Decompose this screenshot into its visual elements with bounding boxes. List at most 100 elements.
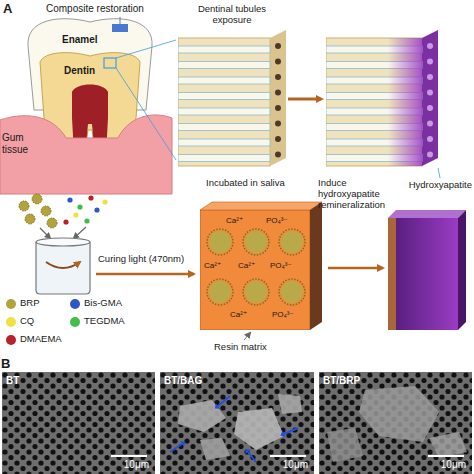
drawing-rect [178, 46, 270, 53]
resin-block: Ca²⁺PO₄³⁻Ca²⁺Ca²⁺PO₄³⁻Ca²⁺PO₄³⁻ [200, 210, 310, 330]
drawing-ellipse [275, 121, 281, 127]
legend-swatch [70, 317, 80, 327]
drawing-polygon [458, 210, 466, 330]
drawing-circle [279, 229, 305, 255]
drawing-ellipse [427, 152, 433, 158]
drawing-rect [178, 62, 270, 69]
node-text: Dentinal tubules exposure [178, 4, 286, 26]
drawing-line [284, 428, 298, 434]
drawing-polygon [327, 428, 363, 462]
drawing-circle [19, 201, 29, 211]
node-text: Hydroxyapatite [406, 180, 472, 191]
drawing-rect [104, 58, 116, 68]
drawing-polygon [180, 441, 185, 447]
drawing-rect [326, 38, 422, 166]
drawing-circle [243, 279, 269, 305]
drawing-circle [207, 229, 233, 255]
drawing-rect [200, 210, 310, 330]
drawing-circle [245, 281, 267, 303]
drawing-line [170, 444, 182, 452]
drawing-rect [178, 108, 270, 115]
sem-image: BT10μm [2, 372, 155, 474]
drawing-polygon [200, 202, 322, 210]
drawing-line [116, 40, 176, 58]
drawing-polygon [200, 438, 230, 460]
node-text: BT/BRP [323, 375, 360, 387]
drawing-rect [178, 38, 270, 166]
drawing-polygon [234, 408, 284, 450]
drawing-line [438, 168, 440, 178]
drawing-rect [112, 24, 128, 32]
sem-image: BT/BRP 10μm [319, 372, 472, 474]
drawing-rect [178, 124, 270, 131]
drawing-line [270, 455, 306, 457]
drawing-polygon [245, 449, 250, 454]
drawing-circle [102, 199, 107, 204]
drawing-circle [73, 212, 78, 217]
step-label: Curing light (470nm) [98, 254, 184, 265]
drawing-ellipse [427, 121, 433, 127]
drawing-line [248, 452, 256, 462]
process-arrow [288, 98, 318, 101]
drawing-ellipse [427, 90, 433, 96]
drawing-ellipse [427, 59, 433, 65]
panel-letter: B [1, 357, 10, 372]
drawing-polygon [270, 30, 286, 166]
node-text: Ca²⁺ [238, 261, 255, 270]
legend-swatch [70, 299, 80, 309]
drawing-ellipse [427, 74, 433, 80]
legend-text: CQ [20, 316, 34, 327]
node-text: 10μm [422, 459, 466, 471]
drawing-line [328, 267, 383, 270]
part-label: Gum tissue [2, 132, 36, 155]
drawing-ellipse [275, 43, 281, 49]
drawing-ellipse [275, 105, 281, 111]
drawing-ellipse [427, 43, 433, 49]
drawing-polygon [429, 432, 467, 458]
tubule-panel-art [178, 4, 286, 168]
remineralized-panel: Hydroxyapatite [326, 30, 472, 194]
drawing-polygon [388, 218, 396, 330]
node-text: PO₄³⁻ [272, 310, 294, 319]
drawing-line [74, 227, 86, 238]
legend-swatch [6, 335, 16, 345]
drawing-polygon [359, 386, 439, 442]
drawing-circle [25, 214, 35, 224]
drawing-circle [243, 229, 269, 255]
sem-image-art [2, 372, 155, 474]
drawing-rect [396, 218, 458, 330]
drawing-line [218, 396, 230, 406]
drawing-rect [178, 77, 270, 84]
drawing-ellipse [427, 136, 433, 142]
node-text: BT/BAG [164, 375, 202, 387]
drawing-rect [178, 155, 270, 162]
node-text: 10μm [264, 459, 308, 471]
drawing-polygon [388, 210, 466, 218]
drawing-rect [178, 93, 270, 100]
drawing-circle [245, 231, 267, 253]
part-label: Resin matrix [214, 342, 267, 353]
drawing-rect [2, 372, 155, 474]
tubule-panel: Dentinal tubules exposure [178, 4, 286, 168]
drawing-line [120, 17, 121, 24]
step-label: Induce hydroxyapatite remineralization [318, 178, 406, 211]
drawing-line [116, 68, 176, 160]
node-text: 10μm [105, 459, 149, 471]
drawing-line [111, 455, 147, 457]
drawing-ellipse [275, 90, 281, 96]
drawing-circle [84, 218, 89, 223]
node-text: Ca²⁺ [230, 310, 247, 319]
drawing-path [36, 242, 90, 294]
drawing-circle [281, 231, 303, 253]
drawing-rect [388, 38, 422, 166]
drawing-g [19, 194, 57, 228]
drawing-ellipse [36, 238, 90, 246]
drawing-circle [41, 206, 51, 216]
drawing-circle [32, 194, 42, 204]
node-text: PO₄³⁻ [266, 216, 288, 225]
drawing-polygon [278, 394, 302, 414]
part-label: Composite restoration [46, 3, 144, 15]
legend-text: DMAEMA [20, 334, 62, 345]
remineralized-panel-art [326, 30, 472, 194]
legend-text: BRP [20, 298, 40, 309]
